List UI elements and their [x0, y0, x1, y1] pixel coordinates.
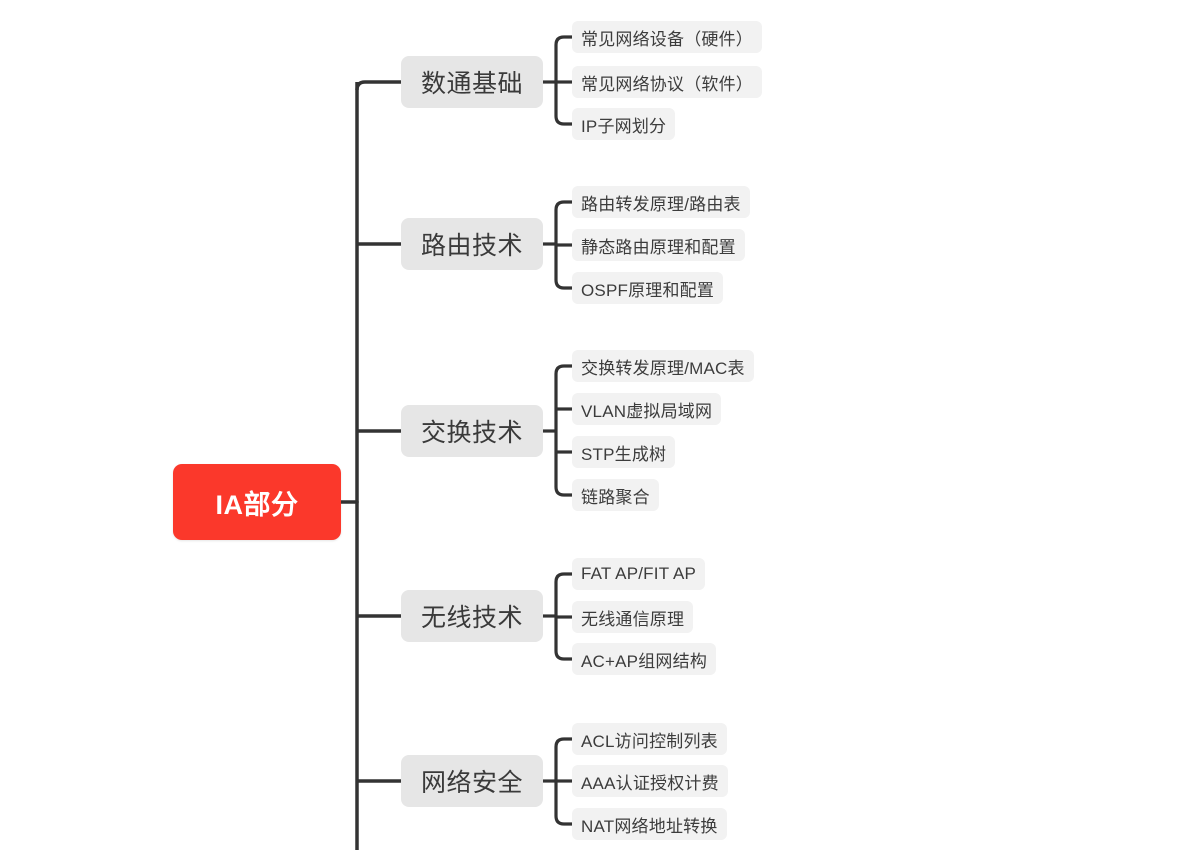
leaf-node-1-1-label: 静态路由原理和配置	[581, 237, 736, 257]
branch-node-1[interactable]: 路由技术	[401, 218, 543, 270]
leaf-node-1-0[interactable]: 路由转发原理/路由表	[572, 186, 750, 218]
leaf-node-4-0[interactable]: ACL访问控制列表	[572, 723, 727, 755]
leaf-node-4-2[interactable]: NAT网络地址转换	[572, 808, 727, 840]
branch-node-1-label: 路由技术	[420, 232, 523, 260]
leaf-node-1-0-label: 路由转发原理/路由表	[581, 194, 741, 214]
leaf-node-0-2[interactable]: IP子网划分	[572, 108, 676, 140]
leaf-node-4-0-label: ACL访问控制列表	[581, 731, 718, 751]
branch-node-0-label: 数通基础	[420, 70, 523, 98]
branch-node-4-label: 网络安全	[420, 769, 523, 797]
root-node[interactable]: IA部分	[173, 464, 341, 540]
leaf-node-4-1[interactable]: AAA认证授权计费	[572, 765, 728, 797]
leaf-node-3-1[interactable]: 无线通信原理	[572, 601, 694, 633]
leaf-node-0-0[interactable]: 常见网络设备（硬件）	[572, 21, 762, 53]
leaf-node-2-3-label: 链路聚合	[581, 487, 650, 507]
leaf-node-3-0[interactable]: FAT AP/FIT AP	[572, 558, 706, 590]
leaf-node-4-1-label: AAA认证授权计费	[581, 773, 719, 793]
leaf-node-3-0-label: FAT AP/FIT AP	[581, 564, 697, 583]
leaf-node-2-1[interactable]: VLAN虚拟局域网	[572, 393, 722, 425]
leaf-node-3-1-label: 无线通信原理	[581, 609, 685, 629]
leaf-node-2-1-label: VLAN虚拟局域网	[581, 401, 713, 421]
leaf-node-3-2-label: AC+AP组网结构	[581, 651, 708, 671]
leaf-node-2-2[interactable]: STP生成树	[572, 436, 676, 468]
branch-node-0[interactable]: 数通基础	[401, 56, 543, 108]
root-node-label: IA部分	[215, 489, 299, 520]
branch-node-4[interactable]: 网络安全	[401, 755, 543, 807]
leaf-node-2-0[interactable]: 交换转发原理/MAC表	[572, 350, 754, 382]
leaf-node-4-2-label: NAT网络地址转换	[581, 816, 718, 836]
leaf-node-0-1[interactable]: 常见网络协议（软件）	[572, 66, 762, 98]
leaf-node-1-2-label: OSPF原理和配置	[581, 280, 715, 300]
leaf-node-0-0-label: 常见网络设备（硬件）	[581, 29, 753, 49]
leaf-node-1-2[interactable]: OSPF原理和配置	[572, 272, 724, 304]
branch-node-3-label: 无线技术	[420, 604, 523, 632]
leaf-node-2-2-label: STP生成树	[581, 444, 667, 464]
leaf-node-0-2-label: IP子网划分	[581, 116, 667, 136]
branch-node-2[interactable]: 交换技术	[401, 405, 543, 457]
leaf-node-0-1-label: 常见网络协议（软件）	[581, 74, 753, 94]
branch-node-3[interactable]: 无线技术	[401, 590, 543, 642]
leaf-node-2-0-label: 交换转发原理/MAC表	[581, 358, 745, 378]
leaf-node-2-3[interactable]: 链路聚合	[572, 479, 659, 511]
leaf-node-3-2[interactable]: AC+AP组网结构	[572, 643, 717, 675]
leaf-node-1-1[interactable]: 静态路由原理和配置	[572, 229, 745, 261]
branch-node-2-label: 交换技术	[420, 419, 523, 447]
